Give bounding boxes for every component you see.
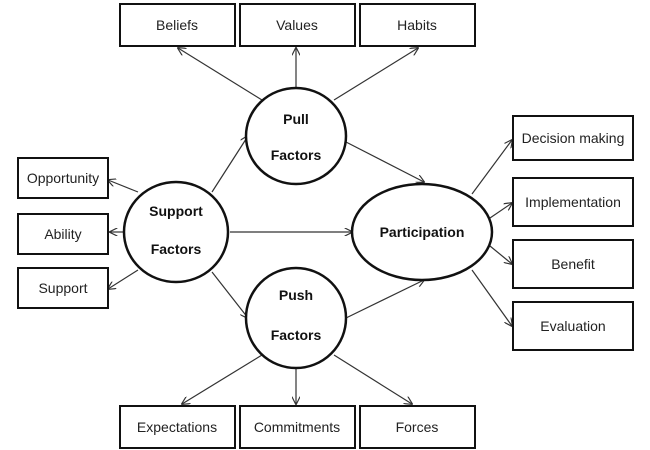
box-expectations: Expectations	[119, 405, 236, 449]
box-ability-label: Ability	[44, 226, 81, 242]
arrow-participation-to-decision-making	[471, 140, 512, 195]
box-opportunity: Opportunity	[17, 157, 109, 199]
box-beliefs-label: Beliefs	[156, 17, 198, 33]
box-decision-making: Decision making	[512, 115, 634, 161]
node-participation-label: Participation	[380, 224, 465, 240]
arrow-pull-to-beliefs	[178, 48, 263, 101]
arrow-push-to-participation	[345, 280, 424, 319]
box-evaluation-label: Evaluation	[540, 318, 605, 334]
arrow-participation-to-implementation	[489, 203, 512, 219]
node-push-factors-line2: Factors	[271, 327, 322, 343]
node-pull-factors: Pull Factors	[244, 86, 348, 186]
node-support-factors: Support Factors	[122, 180, 230, 284]
arrow-push-to-expectations	[182, 354, 263, 404]
box-opportunity-label: Opportunity	[27, 170, 99, 186]
node-push-factors: Push Factors	[244, 266, 348, 370]
node-pull-factors-line1: Pull	[283, 111, 309, 127]
box-benefit-label: Benefit	[551, 256, 595, 272]
node-participation: Participation	[350, 182, 494, 282]
box-expectations-label: Expectations	[137, 419, 217, 435]
box-forces: Forces	[359, 405, 476, 449]
arrow-participation-to-evaluation	[471, 269, 512, 326]
box-values: Values	[239, 3, 356, 47]
box-evaluation: Evaluation	[512, 301, 634, 351]
arrow-participation-to-benefit	[489, 245, 512, 264]
box-support: Support	[17, 267, 109, 309]
arrow-support-to-opportunity	[108, 180, 139, 193]
arrow-support-to-push	[211, 271, 248, 318]
box-implementation: Implementation	[512, 177, 634, 227]
box-ability: Ability	[17, 213, 109, 255]
box-habits-label: Habits	[397, 17, 437, 33]
arrow-pull-to-participation	[345, 141, 424, 182]
node-pull-factors-line2: Factors	[271, 147, 322, 163]
box-forces-label: Forces	[396, 419, 439, 435]
arrow-support-to-support	[108, 269, 139, 289]
connector-arrows	[108, 48, 512, 404]
box-habits: Habits	[359, 3, 476, 47]
box-beliefs: Beliefs	[119, 3, 236, 47]
arrow-push-to-forces	[333, 354, 412, 404]
box-commitments-label: Commitments	[254, 419, 340, 435]
arrow-support-to-pull	[211, 136, 248, 193]
node-push-factors-line1: Push	[279, 287, 313, 303]
box-benefit: Benefit	[512, 239, 634, 289]
node-support-factors-line1: Support	[149, 203, 203, 219]
node-support-factors-line2: Factors	[151, 241, 202, 257]
box-values-label: Values	[276, 17, 318, 33]
box-decision-making-label: Decision making	[522, 130, 625, 146]
box-implementation-label: Implementation	[525, 194, 621, 210]
box-support-label: Support	[38, 280, 87, 296]
arrow-pull-to-habits	[333, 48, 418, 101]
box-commitments: Commitments	[239, 405, 356, 449]
